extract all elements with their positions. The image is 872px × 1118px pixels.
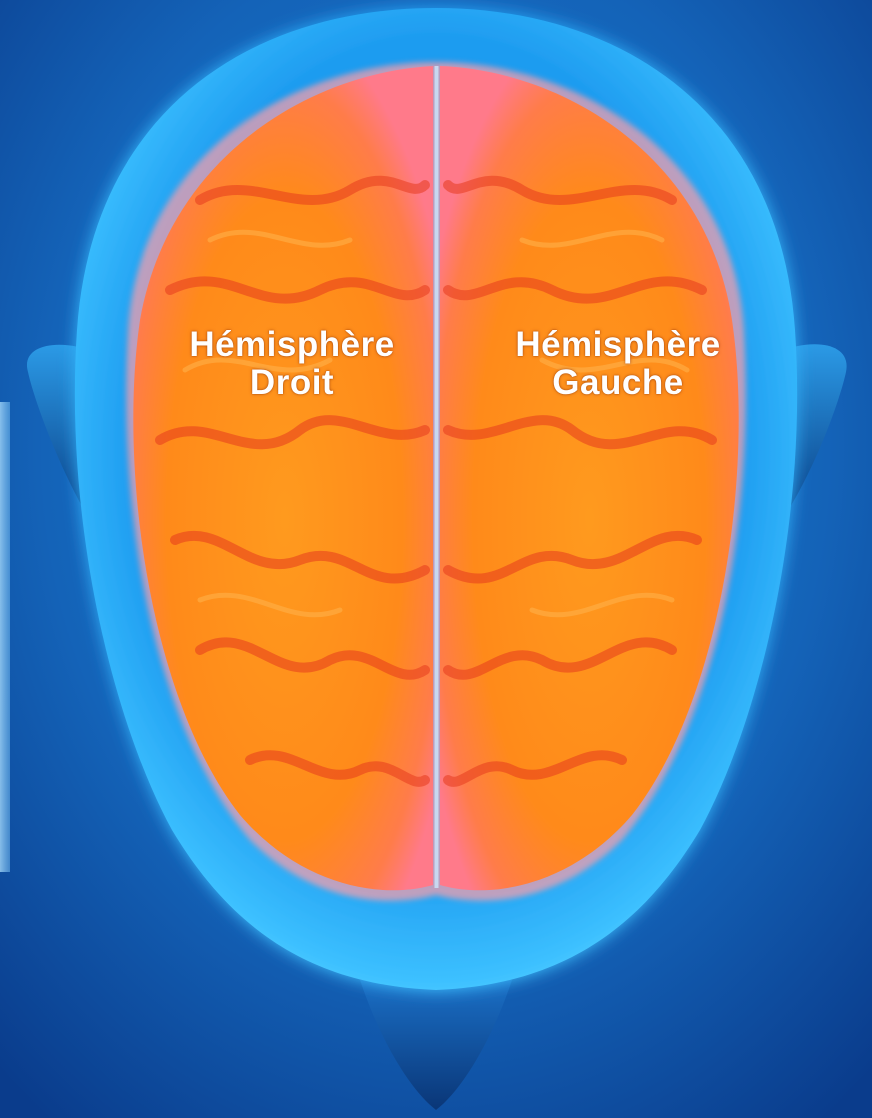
left-hemisphere-label: Hémisphère Gauche [462,326,774,402]
left-hemisphere-label-line2: Gauche [462,364,774,402]
right-hemisphere-label-line1: Hémisphère [136,326,448,364]
right-hemisphere-label-line2: Droit [136,364,448,402]
side-panel [0,402,10,872]
right-hemisphere-label: Hémisphère Droit [136,326,448,402]
left-hemisphere-label-line1: Hémisphère [462,326,774,364]
